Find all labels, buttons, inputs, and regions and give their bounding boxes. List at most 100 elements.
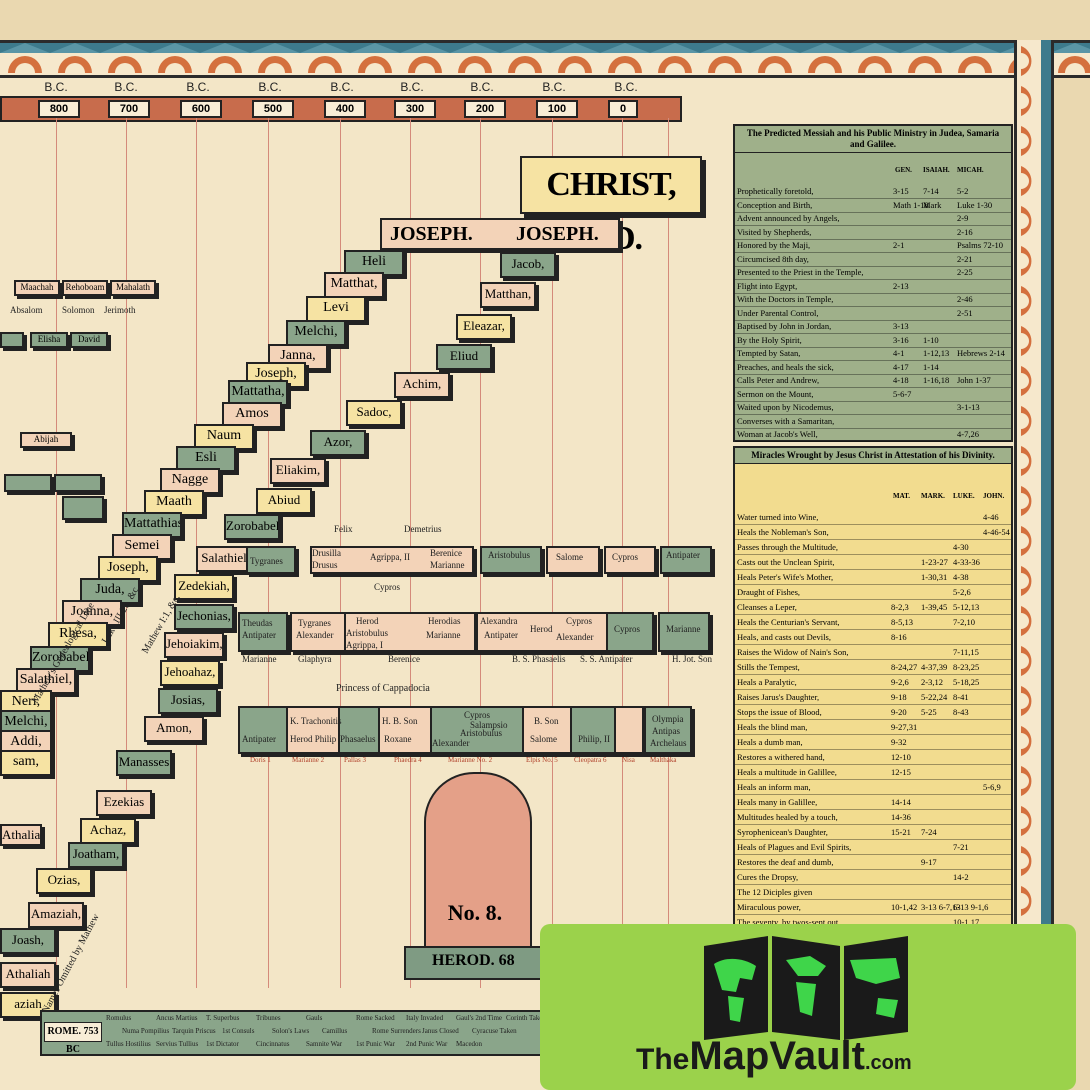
luke-name-box: Zorobabel, [30, 646, 90, 672]
row-label: By the Holy Spirit, [737, 334, 802, 345]
column-header: GEN. [895, 166, 912, 174]
herod-name: Marianne [430, 560, 465, 570]
miracle-row: Heals of Plagues and Evil Spirits,7-21 [735, 840, 1011, 855]
border-pattern-right [1017, 40, 1051, 940]
luke-name-box: Semei [112, 534, 172, 560]
rome-event: Solon's Laws [272, 1027, 310, 1035]
herod-name: Herodias [428, 616, 461, 626]
row-ref: 2-21 [957, 253, 973, 264]
border-pattern [0, 43, 1090, 75]
row-label: Cures the Dropsy, [737, 872, 799, 882]
row-label: Heals a multitude in Galillee, [737, 767, 837, 777]
herod-name: Berenice [388, 654, 420, 664]
matthew-name-box: Salathiel [196, 546, 252, 572]
luke-name-box: sam, [0, 750, 52, 776]
matthew-name-box: Sadoc, [346, 400, 402, 426]
herod-son-box [378, 706, 432, 754]
row-ref: 4-1 [893, 348, 905, 358]
rome-event: Rome Sacked [356, 1014, 395, 1022]
tree-label: Jerimoth [104, 305, 136, 315]
herod-family-box [660, 546, 712, 574]
row-label: Converses with a Samaritan, [737, 415, 835, 426]
herod-son-box [286, 706, 340, 754]
row-ref: 1-10 [923, 334, 939, 345]
herod-name: Drusilla [312, 548, 341, 558]
rome-event: 2nd Punic War [406, 1040, 448, 1048]
miracle-row: Restores the deaf and dumb, 9-17 [735, 855, 1011, 870]
matthew-name-box: Jacob, [500, 252, 556, 278]
row-label: Preaches, and heals the sick, [737, 361, 834, 372]
herod-family-box [546, 546, 600, 574]
joseph-luke: JOSEPH. [390, 223, 473, 245]
row-ref: 9-17 [921, 857, 937, 867]
matthew-name-box: Eliud [436, 344, 492, 370]
joseph-matthew: JOSEPH. [516, 223, 599, 245]
row-ref: 6-13 9-1,6 [953, 902, 989, 912]
row-ref: 14-2 [953, 872, 969, 882]
row-label: Water turned into Wine, [737, 512, 819, 522]
row-label: Baptised by John in Jordan, [737, 321, 832, 331]
tree-node: Maachah [14, 280, 60, 296]
matthew-name-box: Ezekias [96, 790, 152, 816]
row-ref: 3-1-13 [957, 402, 980, 412]
row-label: Heals an inform man, [737, 782, 811, 792]
tree-node [62, 496, 104, 520]
row-ref: Math 1-18 [893, 199, 929, 210]
era-label: B.C. [470, 80, 494, 94]
row-label: Heals of Plagues and Evil Spirits, [737, 842, 852, 852]
matthew-name-box: Joash, [0, 928, 56, 954]
row-label: Cleanses a Leper, [737, 602, 797, 612]
herod-name: Tygranes [250, 556, 283, 566]
row-ref: 8-23,25 [953, 662, 980, 672]
herod-wife: Marianne No. 2 [448, 756, 493, 764]
row-label: Waited upon by Nicodemus, [737, 402, 834, 412]
herod-son-name: Antipas [652, 726, 680, 736]
tree-node: Elisha [30, 332, 68, 348]
row-ref: 4-33-36 [953, 557, 980, 567]
matthew-name-box: Joatham, [68, 842, 124, 868]
era-label: B.C. [330, 80, 354, 94]
matthew-name-box: Jehoiakim, [164, 632, 224, 658]
miracles-panel: Miracles Wrought by Jesus Christ in Atte… [733, 446, 1013, 940]
watermark-logo: TheMapVault.com [540, 924, 1076, 1090]
row-label: Prophetically foretold, [737, 186, 814, 196]
row-label: With the Doctors in Temple, [737, 294, 834, 304]
row-label: Woman at Jacob's Well, [737, 429, 818, 439]
herod-son-name: Salampsio [470, 720, 508, 730]
row-ref: 8-16 [891, 632, 907, 642]
luke-name-box: Matthat, [324, 272, 384, 298]
column-header: LUKE. [953, 492, 975, 500]
row-ref: 1-30,31 [921, 572, 948, 582]
herod-name: Marianne [426, 630, 461, 640]
row-label: Heals Peter's Wife's Mother, [737, 572, 834, 582]
rome-label: ROME. 753 BC [44, 1022, 102, 1055]
row-ref: 7-2,10 [953, 617, 975, 627]
row-ref: 5-6,9 [983, 782, 1001, 792]
herod-name: Agrippa, II [370, 552, 410, 562]
miracle-row: Water turned into Wine,4-46 [735, 510, 1011, 525]
herod-family-box [604, 546, 656, 574]
row-ref: 4-17 [893, 361, 909, 372]
princess-label: Princess of Cappadocia [336, 683, 430, 694]
era-label: B.C. [186, 80, 210, 94]
herod-son-name: B. Son [534, 716, 559, 726]
row-ref: 8-5,13 [891, 617, 913, 627]
herod-name: Antipater [484, 630, 518, 640]
miracle-row: Draught of Fishes,5-2,6 [735, 585, 1011, 600]
herod-family-box [246, 546, 296, 574]
row-ref: 3-13 [893, 321, 909, 331]
year-label: 700 [108, 100, 150, 118]
tree-node: Athaliah [0, 824, 42, 846]
herod-family-box [238, 612, 288, 652]
herod-son-name: Archelaus [650, 738, 687, 748]
row-label: Restores the deaf and dumb, [737, 857, 834, 867]
row-label: Draught of Fishes, [737, 587, 801, 597]
map-icon [704, 936, 908, 1040]
year-label: 600 [180, 100, 222, 118]
herod-name: Berenice [430, 548, 462, 558]
miracle-row: Restores a withered hand,12-10 [735, 750, 1011, 765]
